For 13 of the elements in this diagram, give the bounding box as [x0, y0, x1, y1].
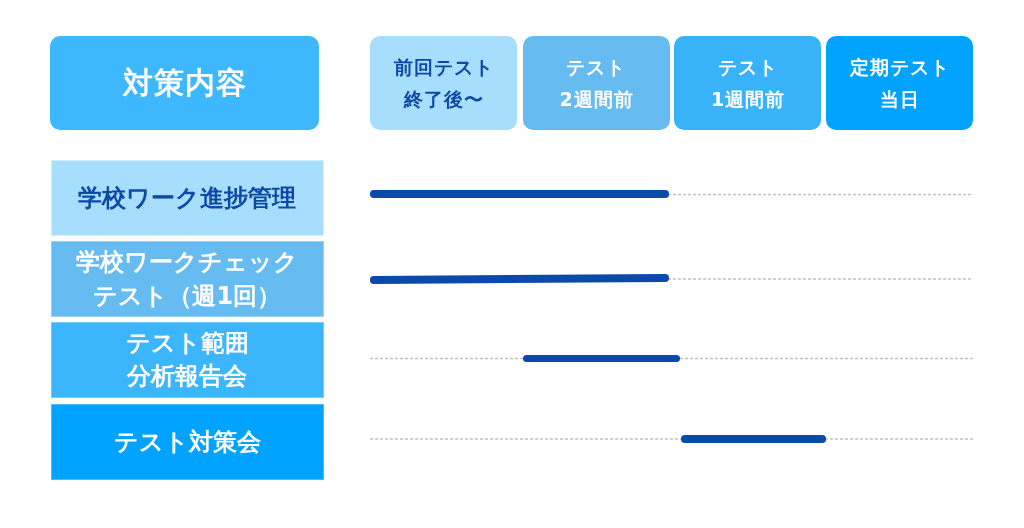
row-header-cell: 学校ワークチェックテスト（週1回）: [51, 241, 324, 317]
schedule-bar: [370, 190, 669, 198]
column-header-cell: テスト2週間前: [522, 36, 670, 130]
schedule-bar: [680, 435, 826, 443]
schedule-bar: [369, 274, 669, 284]
column-header-cell: 定期テスト当日: [826, 36, 973, 130]
row-header-cell: テスト対策会: [51, 403, 324, 480]
header-cell: 対策内容: [50, 36, 319, 130]
column-header-cell: 前回テスト終了後〜: [370, 36, 517, 130]
schedule-bar: [523, 354, 680, 363]
column-header-cell: テスト1週間前: [674, 36, 821, 130]
row-header-cell: 学校ワーク進捗管理: [51, 159, 324, 236]
row-header-cell: テスト範囲分析報告会: [51, 322, 324, 398]
